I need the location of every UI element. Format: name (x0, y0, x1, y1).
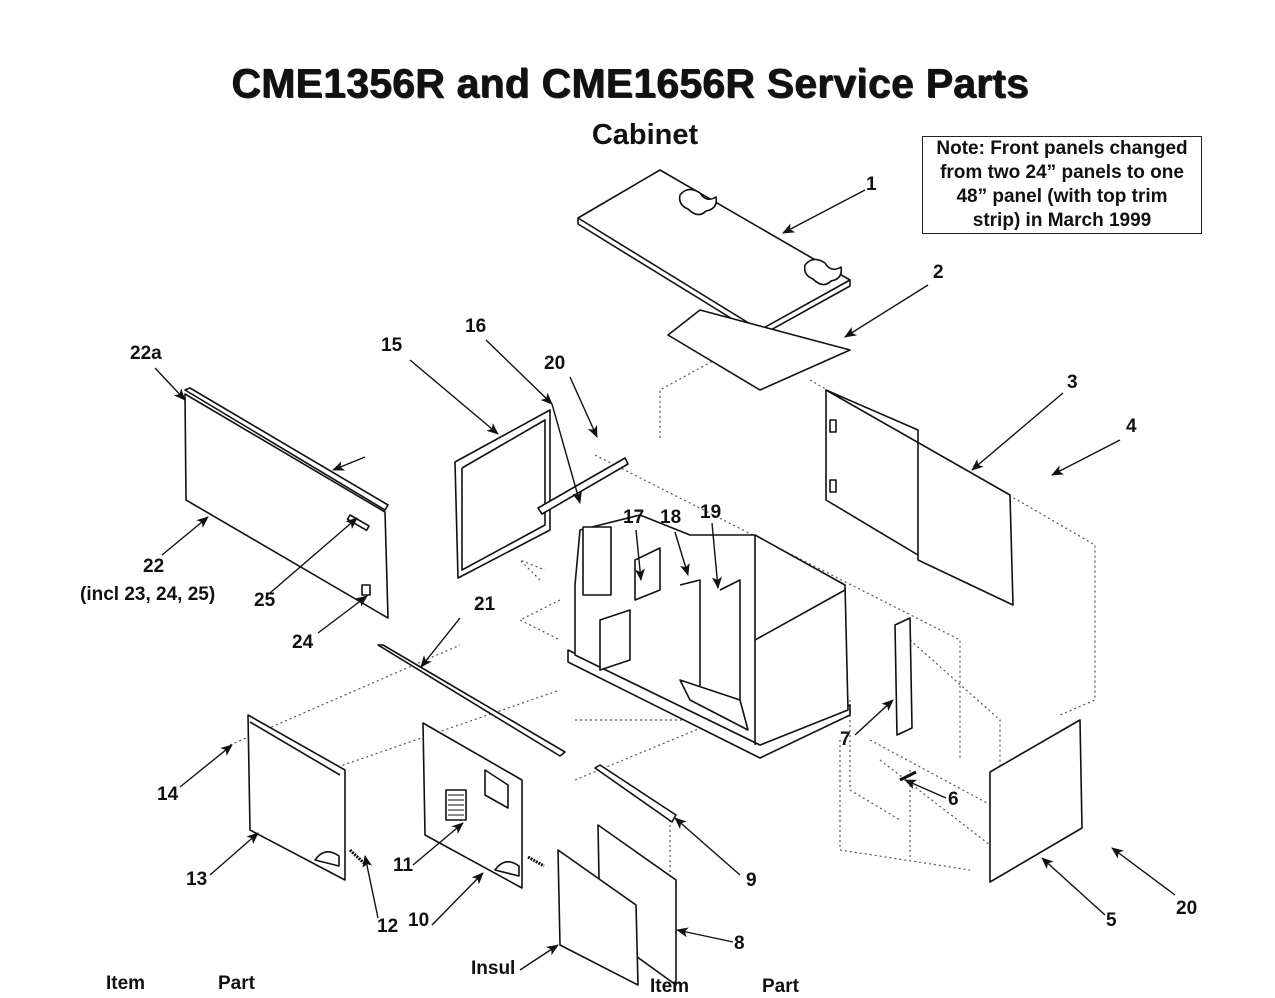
callout-11: 11 (393, 855, 414, 876)
back-panel (825, 389, 1014, 606)
callout-6: 6 (948, 789, 959, 810)
callout-13: 13 (186, 869, 208, 890)
callout-8: 8 (734, 933, 745, 954)
note-line: 48” panel (with top trim (956, 186, 1168, 207)
callout-20-bottom: 20 (1176, 898, 1198, 919)
front-insulation-board (557, 849, 639, 986)
trim-strip (377, 644, 566, 757)
right-side-panel (989, 719, 1083, 883)
callout-7: 7 (840, 729, 851, 750)
grommet-strip (348, 848, 368, 867)
table-header-item: Item (650, 976, 690, 997)
table-header-item: Item (106, 973, 146, 994)
callout-22: 22 (143, 556, 165, 577)
callout-18: 18 (660, 507, 682, 528)
callout-1: 1 (866, 174, 877, 195)
table-header-part: Part (218, 973, 255, 994)
note-line: strip) in March 1999 (972, 210, 1152, 231)
top-panel (577, 169, 851, 337)
left-side-panel (247, 714, 346, 881)
callout-21: 21 (474, 594, 496, 615)
callout-20-top: 20 (544, 353, 566, 374)
corner-post (894, 617, 913, 736)
right-side-panel-with-grille (422, 722, 523, 889)
page-title: CME1356R and CME1656R Service Parts (231, 60, 1029, 106)
left-inner-panel (454, 409, 551, 579)
callout-17: 17 (623, 507, 645, 528)
callout-22a: 22a (130, 343, 162, 364)
callout-22-includes: (incl 23, 24, 25) (80, 584, 216, 605)
callout-3: 3 (1067, 372, 1078, 393)
callout-4: 4 (1126, 416, 1137, 437)
callout-24: 24 (292, 632, 314, 653)
section-subtitle: Cabinet (591, 119, 699, 151)
table-header-part: Part (762, 976, 799, 997)
callout-15: 15 (381, 335, 403, 356)
grommet-strip (527, 855, 545, 868)
callout-12: 12 (377, 916, 399, 937)
channel-strip (537, 457, 629, 515)
bracket-strip (594, 764, 677, 823)
top-insulation-panel (667, 309, 851, 391)
note-line: Note: Front panels changed (936, 138, 1188, 159)
callout-9: 9 (746, 870, 757, 891)
front-panel (184, 387, 389, 619)
callout-10: 10 (408, 910, 430, 931)
callout-25: 25 (254, 590, 276, 611)
callout-insulation: Insul (471, 958, 516, 979)
callout-5: 5 (1106, 910, 1117, 931)
base-cabinet (567, 514, 851, 759)
callout-16: 16 (465, 316, 487, 337)
callout-14: 14 (157, 784, 179, 805)
callout-19: 19 (700, 502, 722, 523)
callout-2: 2 (933, 262, 944, 283)
revision-note: Note: Front panels changed from two 24” … (922, 136, 1202, 234)
note-line: from two 24” panels to one (940, 162, 1184, 183)
spacer-rod (899, 770, 917, 782)
callout-arrows (154, 189, 1176, 971)
